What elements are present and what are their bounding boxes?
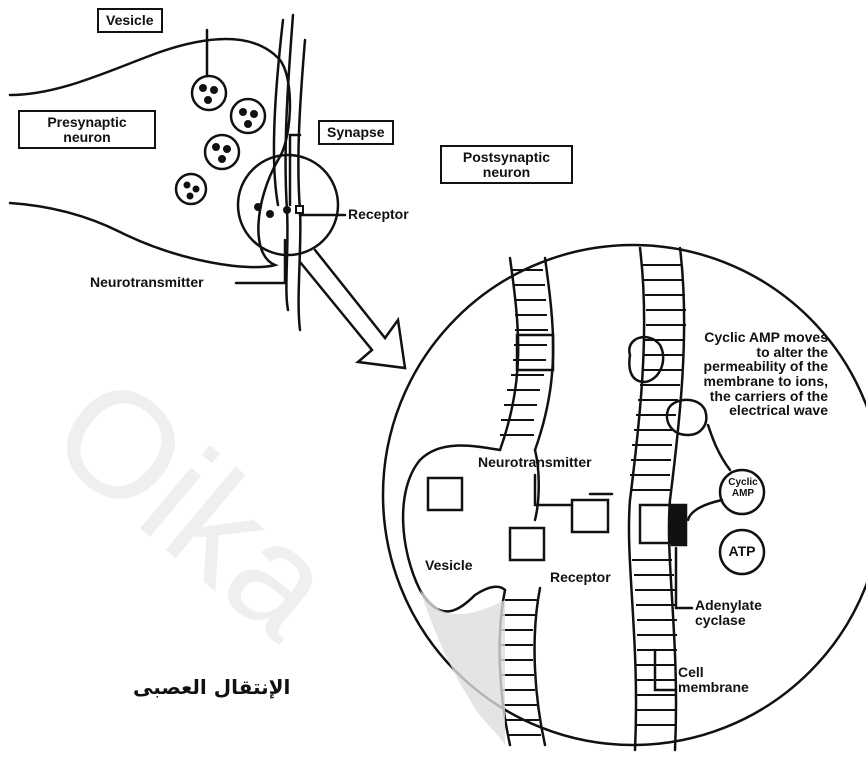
atp-label: ATP	[727, 544, 757, 559]
neurotransmitter-label-zoom: Neurotransmitter	[478, 455, 592, 470]
presynaptic-membrane	[274, 20, 283, 205]
receptor-label-zoom: Receptor	[550, 570, 611, 585]
zoom-arrow	[300, 250, 405, 368]
cyclic-amp-small-label: Cyclic AMP	[726, 478, 760, 499]
cyclic-amp-blob-1	[629, 337, 663, 382]
receptor-label-top: Receptor	[348, 207, 409, 222]
synapse-label: Synapse	[318, 120, 394, 145]
cell-membrane-label: Cell membrane	[678, 665, 768, 694]
postsynaptic-membrane-a	[298, 40, 305, 330]
cyclic-amp-note: Cyclic AMP moves to alter the permeabili…	[688, 330, 828, 418]
adenylate-block	[672, 505, 686, 545]
vesicle-label-zoom: Vesicle	[425, 558, 473, 573]
vesicle-bulge	[403, 446, 505, 612]
postsynaptic-label: Postsynaptic neuron	[440, 145, 573, 184]
vesicle-label-top: Vesicle	[97, 8, 163, 33]
presynaptic-label: Presynaptic neuron	[18, 110, 156, 149]
adenylate-cyclase-label: Adenylate cyclase	[695, 598, 785, 627]
receptor-block	[640, 505, 670, 543]
arabic-caption: الإنتقال العصبى	[133, 677, 290, 698]
neurotransmitter-label-top: Neurotransmitter	[90, 275, 204, 290]
